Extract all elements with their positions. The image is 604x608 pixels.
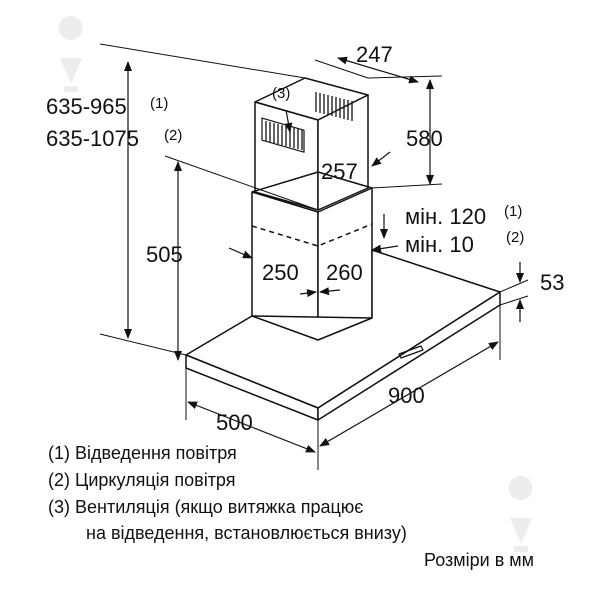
- total-height-range-circulation: 635-1075: [46, 126, 139, 151]
- note-ref-3: (3): [272, 85, 291, 102]
- dimension-arrows: [124, 56, 524, 453]
- units-note: Розміри в мм: [424, 550, 535, 570]
- total-height-range-extraction: 635-965: [46, 94, 127, 119]
- note-ref-1-b: (1): [504, 203, 523, 220]
- dim-upper-chimney-depth: 257: [321, 159, 358, 184]
- note-ref-1-a: (1): [150, 95, 169, 112]
- legend-extraction: (1) Відведення повітря: [48, 443, 237, 463]
- dim-chimney-width: 250: [262, 260, 299, 285]
- upper-chimney: [254, 77, 369, 211]
- dim-canopy-height: 53: [540, 270, 565, 295]
- legend-ventilation-line2: на відведення, встановлюється внизу): [86, 523, 407, 543]
- dim-upper-chimney-height: 580: [406, 126, 443, 151]
- note-ref-2-a: (2): [164, 127, 183, 144]
- watermark-logo-icon: [58, 16, 533, 552]
- legend-ventilation-line1: (3) Вентиляція (якщо витяжка працює: [48, 497, 364, 517]
- legend-circulation: (2) Циркуляція повітря: [48, 470, 236, 490]
- dim-chimney-depth-top: 247: [356, 42, 393, 67]
- dim-lower-chimney-height: 505: [146, 242, 183, 267]
- dim-canopy-width: 900: [388, 383, 425, 408]
- ventilation-grille-icon: [261, 117, 305, 153]
- note-ref-2-b: (2): [506, 229, 525, 246]
- dim-min-gap-circulation: мін. 10: [405, 232, 474, 257]
- dim-chimney-depth: 260: [326, 260, 363, 285]
- dim-canopy-depth: 500: [216, 410, 253, 435]
- dim-min-gap-extraction: мін. 120: [405, 204, 487, 229]
- vent-slots: [265, 92, 353, 150]
- lower-chimney: [251, 171, 373, 341]
